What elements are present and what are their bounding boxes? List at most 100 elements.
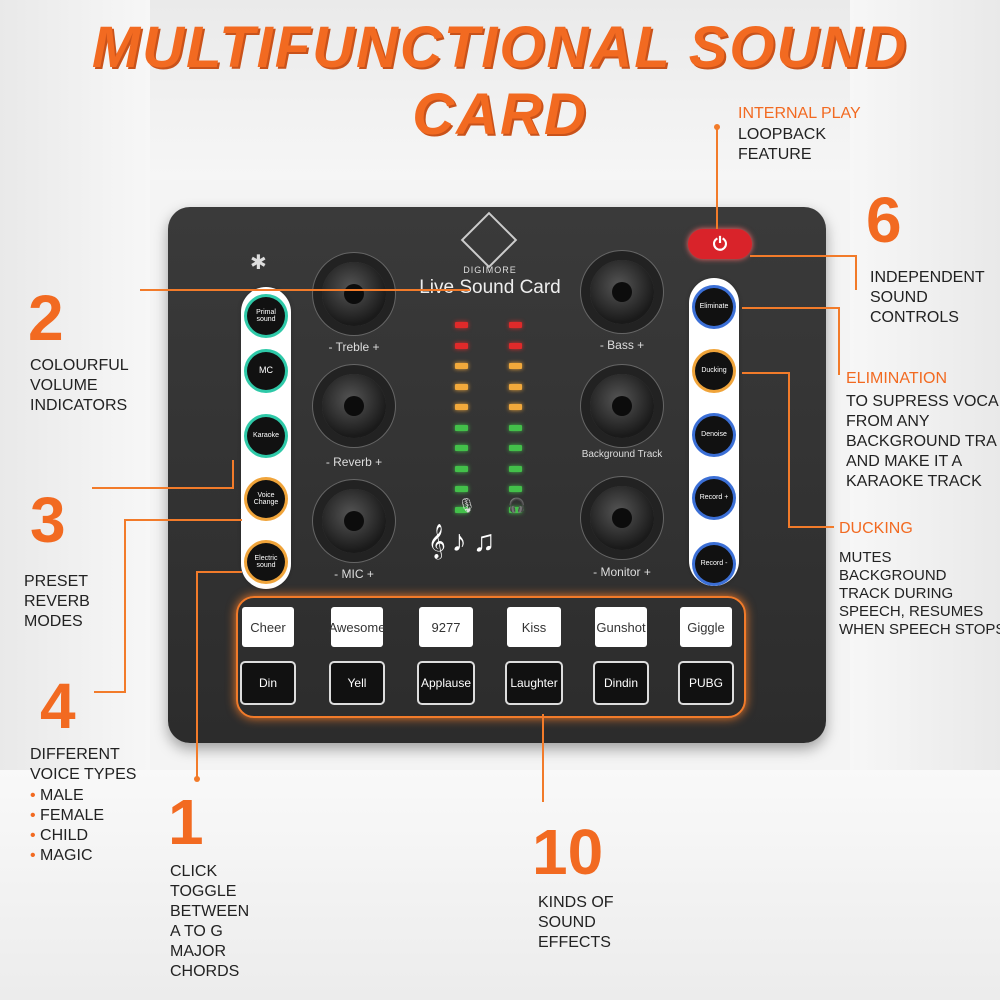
denoise-button[interactable]: Denoise	[695, 416, 733, 454]
internal-play-line-1: LOOPBACK	[738, 126, 827, 143]
elimination-line-1: TO SUPRESS VOCA	[846, 393, 999, 410]
feature-10-line-1: KINDS OF	[538, 894, 614, 911]
connector-1-top	[196, 571, 242, 573]
voice-type-female: FEMALE	[30, 806, 104, 826]
feature-4-line-2: VOICE TYPES	[30, 766, 137, 783]
mic-label: - MIC +	[334, 567, 374, 581]
voice-change-button[interactable]: Voice Change	[247, 480, 285, 518]
feature-6-line-2: SOUND	[870, 289, 928, 306]
effect-button-pubg[interactable]: PUBG	[680, 663, 732, 703]
feature-2-line-1: COLOURFUL	[30, 357, 129, 374]
effect-button-giggle[interactable]: Giggle	[680, 607, 732, 647]
connector-3-vertical	[232, 460, 234, 489]
feature-10-line-2: SOUND	[538, 914, 596, 931]
feature-number-2: 2	[28, 282, 64, 354]
record-plus-button[interactable]: Record +	[695, 479, 733, 517]
meter-led	[509, 424, 522, 431]
power-button[interactable]: ⏻	[688, 229, 752, 259]
effect-button-din[interactable]: Din	[242, 663, 294, 703]
effect-button-applause[interactable]: Applause	[419, 663, 473, 703]
meter-led	[509, 363, 522, 369]
elimination-line-4: AND MAKE IT A	[846, 453, 963, 470]
treble-knob[interactable]	[322, 262, 386, 326]
voice-type-male: MALE	[30, 786, 84, 806]
effect-button-9277[interactable]: 9277	[419, 607, 473, 647]
feature-number-10: 10	[532, 816, 604, 888]
elimination-line-3: BACKGROUND TRA	[846, 433, 997, 450]
meter-led	[455, 342, 468, 349]
elimination-line-2: FROM ANY	[846, 413, 930, 430]
ducking-title: DUCKING	[839, 520, 913, 537]
meter-led	[455, 363, 468, 369]
connector-6	[750, 255, 856, 257]
feature-1-line-1: CLICK	[170, 863, 218, 880]
meter-led	[509, 506, 522, 513]
floor	[0, 770, 1000, 1000]
ducking-button[interactable]: Ducking	[695, 352, 733, 390]
feature-1-line-6: CHORDS	[170, 963, 240, 980]
meter-led	[455, 486, 468, 492]
background-track-knob[interactable]	[590, 374, 654, 438]
eliminate-button[interactable]: Eliminate	[695, 288, 733, 326]
connector-2	[140, 289, 470, 291]
meter-led	[455, 322, 468, 328]
microphone-icon: 🎙	[458, 497, 476, 513]
mc-button[interactable]: MC	[247, 352, 285, 390]
connector-3	[92, 487, 234, 489]
reverb-knob[interactable]	[322, 374, 386, 438]
effect-button-dindin[interactable]: Dindin	[595, 663, 647, 703]
feature-10-line-3: EFFECTS	[538, 934, 611, 951]
effect-button-yell[interactable]: Yell	[331, 663, 383, 703]
feature-1-line-5: MAJOR	[170, 943, 226, 960]
meter-led	[455, 424, 468, 431]
headphones-icon: 🎧	[508, 497, 526, 513]
meter-led	[455, 404, 468, 410]
mic-knob[interactable]	[322, 489, 386, 553]
electric-sound-button[interactable]: Electric sound	[247, 543, 285, 581]
feature-4-line-1: DIFFERENT	[30, 746, 120, 763]
meter-led	[509, 445, 522, 451]
elimination-line-5: KARAOKE TRACK	[846, 473, 982, 490]
elimination-title: ELIMINATION	[846, 370, 948, 387]
effect-button-laughter[interactable]: Laughter	[507, 663, 561, 703]
feature-number-6: 6	[866, 184, 902, 256]
connector-1	[196, 572, 198, 778]
feature-number-1: 1	[168, 786, 204, 858]
effect-button-awesome[interactable]: Awesome	[329, 607, 385, 647]
sound-effects-pad	[236, 596, 746, 718]
bass-label: - Bass +	[599, 338, 645, 352]
karaoke-button[interactable]: Karaoke	[247, 417, 285, 455]
meter-led	[509, 342, 522, 349]
connector-1-dot	[194, 776, 200, 782]
connector-4	[124, 520, 126, 692]
music-notes-icon: 𝄞♪♫	[428, 525, 502, 558]
bass-knob[interactable]	[590, 260, 654, 324]
meter-led	[509, 465, 522, 472]
feature-3-line-2: REVERB	[24, 593, 90, 610]
feature-2-line-2: VOLUME	[30, 377, 98, 394]
feature-3-line-3: MODES	[24, 613, 83, 630]
voice-type-magic: MAGIC	[30, 846, 92, 866]
primal-sound-button[interactable]: Primal sound	[247, 297, 285, 335]
feature-6-line-3: CONTROLS	[870, 309, 959, 326]
ducking-line-1: MUTES	[839, 549, 892, 566]
connector-elimination-vertical	[838, 307, 840, 375]
ducking-line-2: BACKGROUND	[839, 567, 947, 584]
meter-led	[509, 383, 522, 390]
record-minus-button[interactable]: Record -	[695, 545, 733, 583]
internal-play-title: INTERNAL PLAY	[738, 105, 861, 122]
effect-button-cheer[interactable]: Cheer	[242, 607, 294, 647]
connector-ducking	[742, 372, 790, 374]
effect-button-kiss[interactable]: Kiss	[507, 607, 561, 647]
connector-elimination	[742, 307, 840, 309]
meter-led	[455, 506, 468, 513]
meter-led	[509, 486, 522, 492]
connector-4-bottom	[94, 691, 126, 693]
meter-led	[509, 404, 522, 410]
ducking-line-4: SPEECH, RESUMES	[839, 603, 984, 620]
effect-button-gunshot[interactable]: Gunshot	[595, 607, 647, 647]
background-track-label: Background Track	[581, 449, 663, 460]
monitor-knob[interactable]	[590, 486, 654, 550]
feature-6-line-1: INDEPENDENT	[870, 269, 985, 286]
reverb-label: - Reverb +	[325, 455, 383, 469]
